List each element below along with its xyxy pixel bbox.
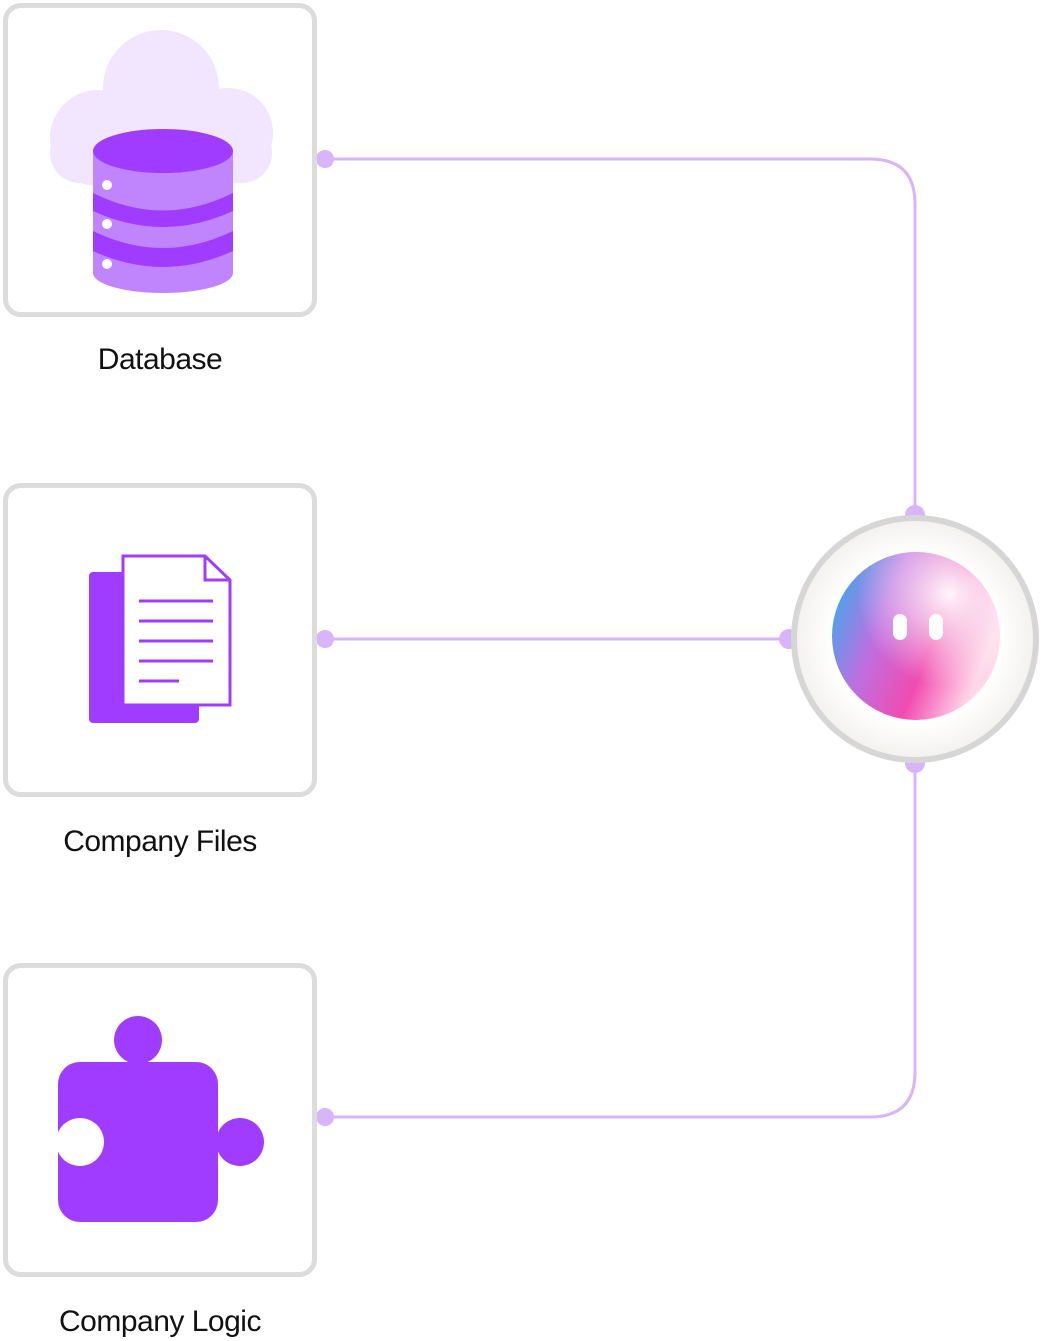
company-files-label: Company Files — [63, 825, 257, 858]
database-label: Database — [97, 343, 223, 376]
connector-dot — [316, 150, 334, 168]
connector-database — [325, 157, 917, 515]
connector-dot — [316, 1108, 334, 1126]
database-card[interactable] — [3, 3, 317, 317]
document-icon — [89, 554, 232, 723]
puzzle-piece-icon — [56, 1016, 264, 1222]
connector-dot — [905, 505, 925, 525]
connector-logic — [325, 763, 917, 1119]
database-icon — [50, 30, 273, 293]
company-logic-card[interactable] — [3, 963, 317, 1277]
connector-dot — [905, 753, 925, 773]
company-files-card[interactable] — [3, 483, 317, 797]
connector-dot — [316, 630, 334, 648]
company-logic-label: Company Logic — [59, 1305, 261, 1338]
connector-dot — [779, 629, 799, 649]
